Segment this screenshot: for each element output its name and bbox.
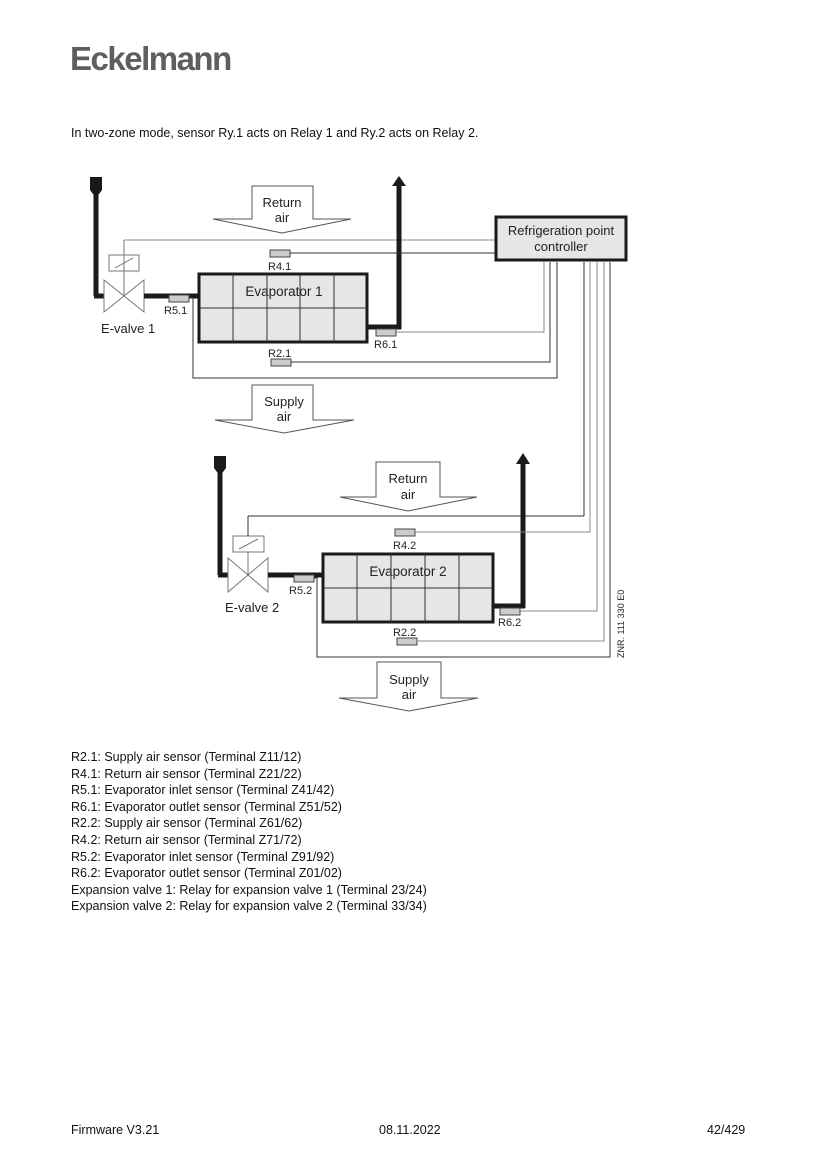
outlet-arrow-up-icon (516, 453, 530, 464)
sensor-r6-2 (499, 607, 521, 616)
sensor-r6-1 (375, 328, 397, 337)
svg-text:Return: Return (262, 195, 301, 210)
svg-text:R6.2: R6.2 (498, 617, 521, 629)
evaporator-2: Evaporator 2 (321, 552, 495, 624)
svg-text:air: air (402, 687, 417, 702)
svg-text:Return: Return (388, 471, 427, 486)
svg-text:R5.1: R5.1 (164, 305, 187, 317)
refrigeration-point-controller: Refrigeration point controller (494, 215, 628, 262)
evaporator-1: Evaporator 1 (197, 272, 369, 344)
svg-text:Supply: Supply (264, 394, 304, 409)
zone1-return-air-arrow: Return air (212, 185, 352, 234)
zone2-return-air-arrow: Return air (339, 461, 478, 512)
footer-firmware: Firmware V3.21 (71, 1123, 160, 1137)
e-valve-1 (103, 239, 497, 314)
svg-text:air: air (401, 487, 416, 502)
svg-text:R6.1: R6.1 (374, 339, 397, 351)
e-valve-2 (227, 262, 585, 594)
legend-item: R5.1: Evaporator inlet sensor (Terminal … (71, 783, 335, 798)
zone2-supply-air-arrow: Supply air (338, 661, 479, 712)
footer-page-number: 42/429 (707, 1123, 746, 1137)
e-valve-1-label: E-valve 1 (101, 321, 155, 336)
sensor-r4-1 (269, 249, 291, 258)
sensor-r2-1 (270, 358, 292, 367)
legend-item: R6.1: Evaporator outlet sensor (Terminal… (71, 799, 342, 814)
drawing-number: ZNR. 111 330 E0 (616, 590, 626, 658)
svg-text:R5.2: R5.2 (289, 585, 312, 597)
e-valve-2-label: E-valve 2 (225, 600, 279, 615)
valve-body-icon (227, 556, 249, 594)
svg-text:air: air (277, 409, 292, 424)
legend-item: R6.2: Evaporator outlet sensor (Terminal… (71, 866, 342, 881)
legend-item: R2.1: Supply air sensor (Terminal Z11/12… (71, 750, 302, 764)
inlet-arrow-down-icon (214, 456, 226, 476)
legend-item: R4.2: Return air sensor (Terminal Z71/72… (71, 832, 302, 847)
svg-text:R2.1: R2.1 (268, 348, 291, 360)
outlet-arrow-up-icon (392, 176, 406, 186)
sensor-legend: R2.1: Supply air sensor (Terminal Z11/12… (71, 749, 427, 915)
legend-item: Expansion valve 1: Relay for expansion v… (71, 882, 427, 897)
legend-item: Expansion valve 2: Relay for expansion v… (71, 899, 427, 914)
evaporator-2-label: Evaporator 2 (369, 564, 446, 579)
footer-date: 08.11.2022 (379, 1123, 441, 1137)
two-zone-wiring-diagram: E-valve 1 Return air Evaporator 1 R4.1 R… (90, 176, 628, 712)
sensor-r5-1 (168, 294, 190, 303)
sensor-r5-2 (293, 574, 315, 583)
svg-text:controller: controller (534, 239, 588, 254)
legend-item: R2.2: Supply air sensor (Terminal Z61/62… (71, 816, 303, 831)
svg-text:R4.1: R4.1 (268, 261, 291, 273)
svg-text:Refrigeration point: Refrigeration point (508, 223, 615, 238)
inlet-arrow-down-icon (90, 177, 102, 198)
evaporator-1-label: Evaporator 1 (245, 284, 322, 299)
sensor-r4-2 (394, 528, 416, 537)
legend-item: R4.1: Return air sensor (Terminal Z21/22… (71, 766, 302, 781)
zone1-supply-air-arrow: Supply air (214, 384, 355, 434)
zone2-outlet-pipe (493, 453, 530, 609)
svg-text:air: air (275, 210, 290, 225)
eckelmann-logo: Eckelmann (70, 40, 232, 77)
svg-text:R4.2: R4.2 (393, 540, 416, 552)
legend-item: R5.2: Evaporator inlet sensor (Terminal … (71, 849, 335, 864)
svg-text:Supply: Supply (389, 672, 429, 687)
intro-paragraph: In two-zone mode, sensor Ry.1 acts on Re… (71, 126, 479, 140)
zone1-outlet-pipe (367, 176, 406, 330)
svg-text:R2.2: R2.2 (393, 627, 416, 639)
sensor-r2-2 (396, 637, 418, 646)
zone1-inlet-pipe (90, 177, 106, 299)
zone2-inlet-pipe (214, 456, 230, 578)
valve-body-icon (103, 278, 125, 314)
